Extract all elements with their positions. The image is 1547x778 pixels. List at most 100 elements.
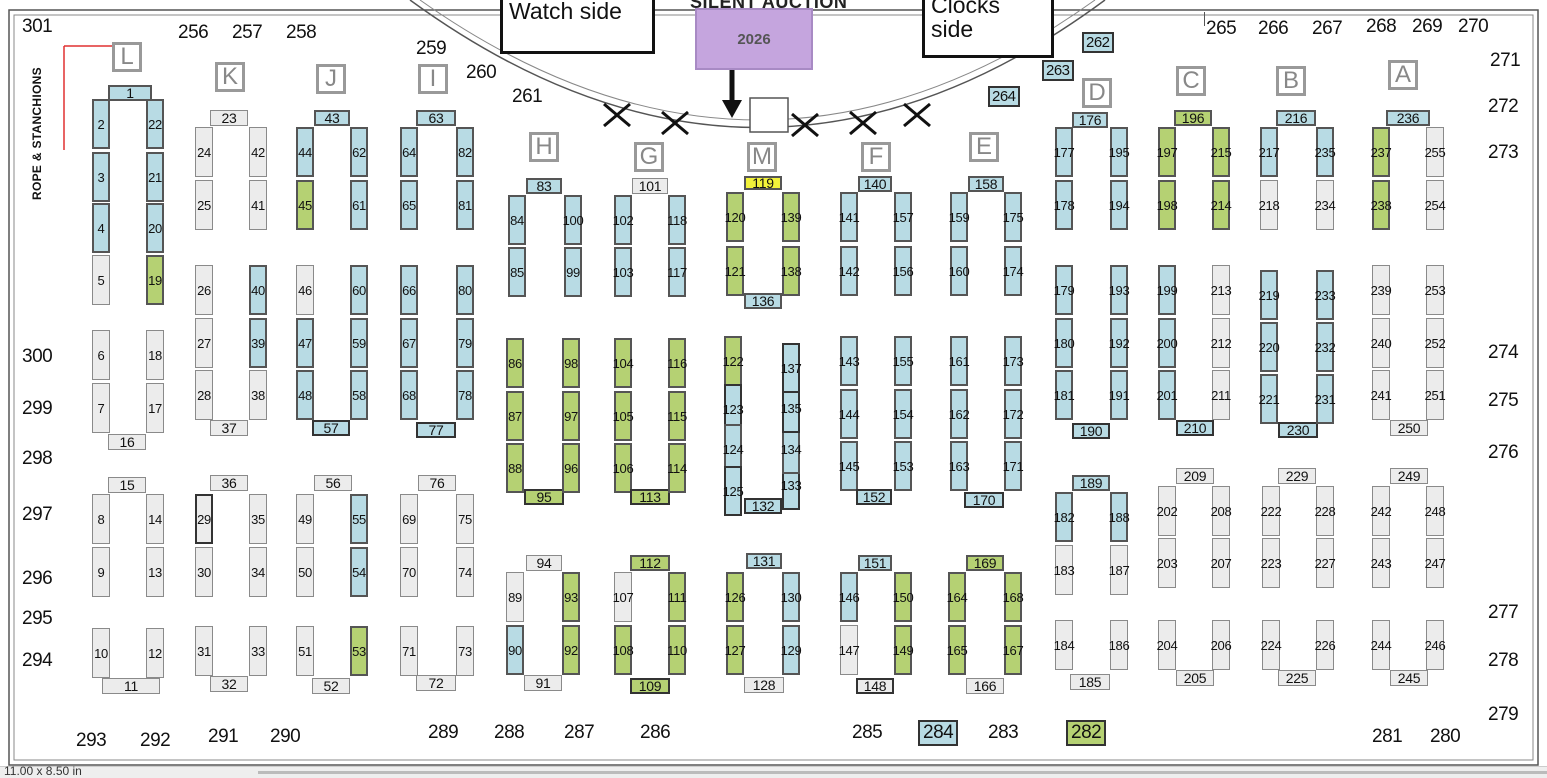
table-66[interactable]: 66 [400, 265, 418, 315]
table-161[interactable]: 161 [949, 336, 970, 386]
table-19[interactable]: 19 [146, 255, 164, 305]
table-5[interactable]: 5 [92, 255, 110, 305]
wall-booth-270[interactable]: 270 [1458, 16, 1489, 37]
table-41[interactable]: 41 [249, 180, 267, 230]
wall-booth-294[interactable]: 294 [22, 650, 53, 671]
wall-booth-296[interactable]: 296 [22, 568, 53, 589]
wall-booth-269[interactable]: 269 [1412, 16, 1443, 37]
table-231[interactable]: 231 [1315, 374, 1336, 424]
table-185[interactable]: 185 [1070, 674, 1110, 690]
table-2[interactable]: 2 [92, 99, 110, 149]
table-165[interactable]: 165 [947, 625, 968, 675]
table-164[interactable]: 164 [947, 572, 968, 622]
table-192[interactable]: 192 [1109, 318, 1130, 368]
table-47[interactable]: 47 [296, 318, 314, 368]
table-77[interactable]: 77 [416, 422, 456, 438]
table-8[interactable]: 8 [92, 494, 110, 544]
table-177[interactable]: 177 [1054, 127, 1075, 177]
wall-booth-256[interactable]: 256 [178, 22, 209, 43]
table-222[interactable]: 222 [1261, 486, 1282, 536]
table-131[interactable]: 131 [746, 553, 782, 569]
table-217[interactable]: 217 [1259, 127, 1280, 177]
table-50[interactable]: 50 [296, 547, 314, 597]
table-44[interactable]: 44 [296, 127, 314, 177]
table-193[interactable]: 193 [1109, 265, 1130, 315]
wall-booth-301[interactable]: 301 [22, 16, 53, 37]
table-58[interactable]: 58 [350, 370, 368, 420]
table-190[interactable]: 190 [1072, 423, 1110, 439]
table-243[interactable]: 243 [1371, 538, 1392, 588]
wall-booth-259[interactable]: 259 [416, 38, 447, 59]
table-254[interactable]: 254 [1425, 180, 1446, 230]
table-76[interactable]: 76 [418, 475, 456, 491]
table-111[interactable]: 111 [668, 572, 687, 622]
table-211[interactable]: 211 [1211, 370, 1231, 420]
table-157[interactable]: 157 [893, 192, 914, 242]
table-46[interactable]: 46 [296, 265, 314, 315]
table-52[interactable]: 52 [312, 678, 350, 694]
table-33[interactable]: 33 [249, 626, 267, 676]
table-81[interactable]: 81 [456, 180, 474, 230]
table-236[interactable]: 236 [1386, 110, 1430, 126]
table-223[interactable]: 223 [1261, 538, 1282, 588]
table-23[interactable]: 23 [210, 110, 248, 126]
table-159[interactable]: 159 [949, 192, 970, 242]
table-187[interactable]: 187 [1109, 545, 1130, 595]
wall-booth-264[interactable]: 264 [988, 86, 1020, 107]
table-1[interactable]: 1 [108, 85, 152, 101]
table-34[interactable]: 34 [249, 547, 267, 597]
table-78[interactable]: 78 [456, 370, 474, 420]
table-170[interactable]: 170 [964, 492, 1004, 508]
table-179[interactable]: 179 [1054, 265, 1075, 315]
table-139[interactable]: 139 [781, 192, 802, 242]
table-35[interactable]: 35 [249, 494, 267, 544]
table-246[interactable]: 246 [1425, 620, 1446, 670]
table-112[interactable]: 112 [630, 555, 670, 571]
table-104[interactable]: 104 [613, 338, 634, 388]
table-230[interactable]: 230 [1278, 422, 1318, 438]
table-251[interactable]: 251 [1425, 370, 1446, 420]
table-163[interactable]: 163 [949, 441, 970, 491]
table-136[interactable]: 136 [744, 293, 782, 309]
table-96[interactable]: 96 [562, 443, 580, 493]
wall-booth-300[interactable]: 300 [22, 346, 53, 367]
table-215[interactable]: 215 [1211, 127, 1232, 177]
table-228[interactable]: 228 [1315, 486, 1336, 536]
table-61[interactable]: 61 [350, 180, 368, 230]
table-210[interactable]: 210 [1176, 420, 1214, 436]
table-225[interactable]: 225 [1278, 670, 1316, 686]
table-241[interactable]: 241 [1371, 370, 1392, 420]
wall-booth-298[interactable]: 298 [22, 448, 53, 469]
table-105[interactable]: 105 [613, 391, 634, 441]
wall-booth-290[interactable]: 290 [270, 726, 301, 747]
table-89[interactable]: 89 [506, 572, 524, 622]
table-181[interactable]: 181 [1054, 370, 1075, 420]
table-244[interactable]: 244 [1371, 620, 1392, 670]
table-98[interactable]: 98 [562, 338, 580, 388]
table-175[interactable]: 175 [1003, 192, 1024, 242]
table-235[interactable]: 235 [1315, 127, 1336, 177]
table-172[interactable]: 172 [1003, 389, 1024, 439]
table-103[interactable]: 103 [613, 247, 634, 297]
wall-booth-289[interactable]: 289 [428, 722, 459, 743]
table-84[interactable]: 84 [508, 195, 526, 245]
wall-booth-283[interactable]: 283 [988, 722, 1019, 743]
table-67[interactable]: 67 [400, 318, 418, 368]
table-87[interactable]: 87 [506, 391, 524, 441]
table-240[interactable]: 240 [1371, 318, 1392, 368]
wall-booth-281[interactable]: 281 [1372, 726, 1403, 747]
table-255[interactable]: 255 [1425, 127, 1446, 177]
table-82[interactable]: 82 [456, 127, 474, 177]
table-91[interactable]: 91 [524, 675, 562, 691]
table-15[interactable]: 15 [108, 477, 146, 493]
table-142[interactable]: 142 [839, 246, 860, 296]
table-49[interactable]: 49 [296, 494, 314, 544]
table-232[interactable]: 232 [1315, 322, 1336, 372]
table-62[interactable]: 62 [350, 127, 368, 177]
table-149[interactable]: 149 [893, 625, 914, 675]
wall-booth-276[interactable]: 276 [1488, 442, 1519, 463]
table-45[interactable]: 45 [296, 180, 314, 230]
table-124[interactable]: 124 [723, 424, 744, 474]
table-238[interactable]: 238 [1371, 180, 1392, 230]
wall-booth-263[interactable]: 263 [1042, 60, 1074, 81]
